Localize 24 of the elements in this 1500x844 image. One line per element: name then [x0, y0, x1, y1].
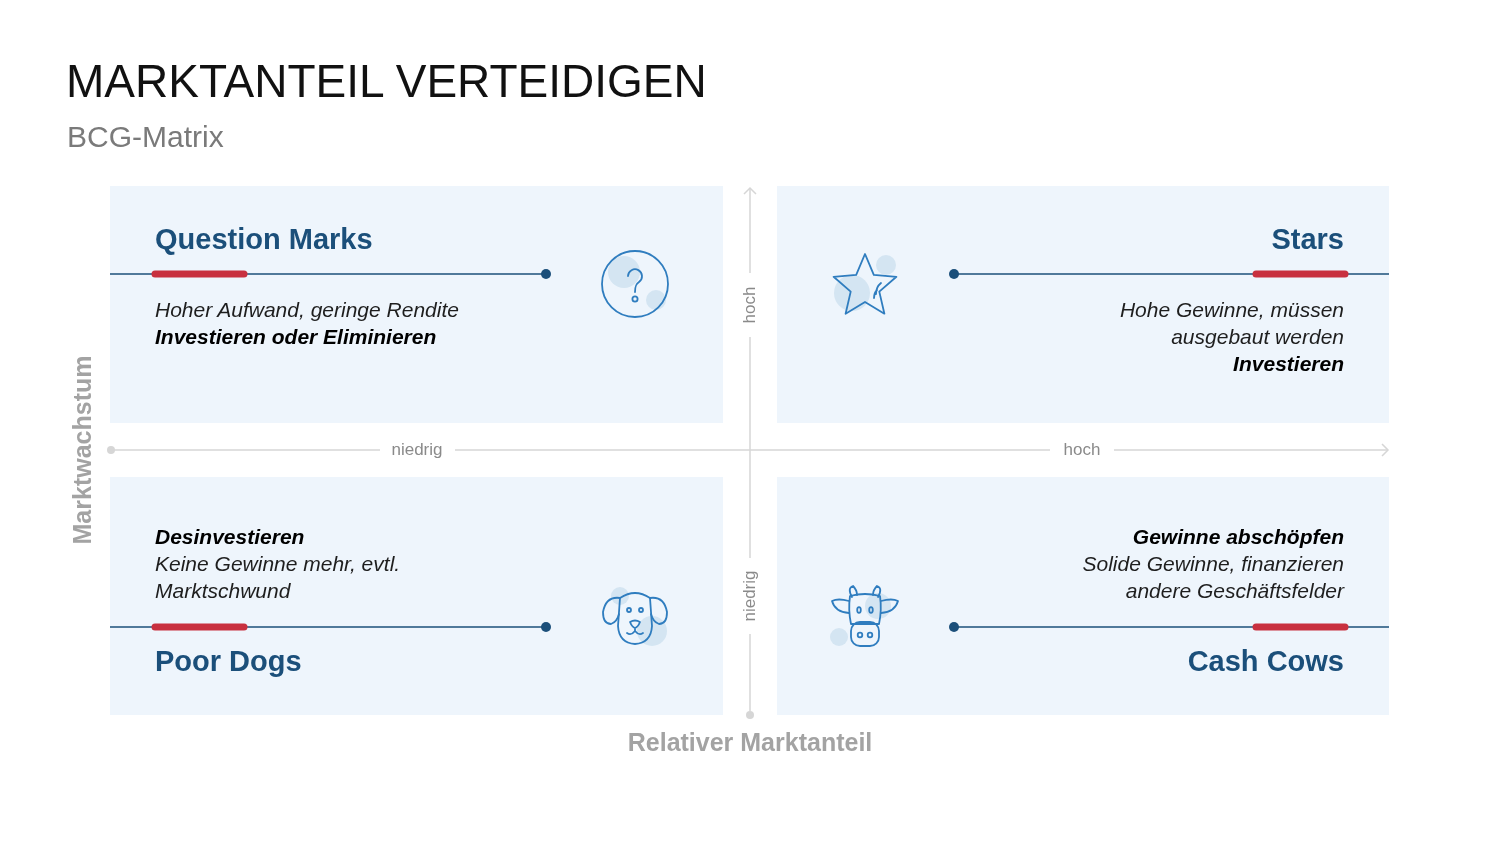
quadrant-heading: Cash Cows: [1187, 645, 1344, 677]
quadrant-panel: [110, 186, 723, 423]
quadrant-heading: Stars: [1271, 223, 1344, 255]
subtitle: BCG-Matrix: [67, 120, 224, 154]
strategy-text: Investieren oder Eliminieren: [155, 325, 437, 348]
axis-label: hoch: [1063, 440, 1101, 460]
description-text: Keine Gewinne mehr, evtl. Marktschwund: [155, 552, 401, 602]
quadrant-panel: [110, 477, 723, 715]
strategy-text: Gewinne abschöpfen: [1132, 525, 1344, 548]
axis-label: niedrig: [740, 570, 760, 622]
description-text: Solide Gewinne, finanzieren andere Geschäftsfelder: [1082, 552, 1344, 602]
slide-title: MARKTANTEIL VERTEIDIGEN: [66, 54, 707, 108]
axis-label: hoch: [740, 286, 760, 324]
quadrant-heading: Poor Dogs: [155, 645, 302, 677]
strategy-text: Desinvestieren: [155, 525, 305, 548]
quadrant-panel: [777, 186, 1389, 423]
description-text: Hoher Aufwand, geringe Rendite: [155, 298, 459, 321]
axis-title: Relativer Marktanteil: [627, 728, 873, 756]
description-text: Hohe Gewinne, müssen ausgebaut werden: [1119, 298, 1344, 348]
axis-label: niedrig: [391, 440, 443, 460]
quadrant-heading: Question Marks: [155, 223, 373, 255]
axis-title: Marktwachstum: [68, 355, 96, 545]
quadrant-panel: [777, 477, 1389, 715]
strategy-text: Investieren: [1233, 352, 1344, 375]
